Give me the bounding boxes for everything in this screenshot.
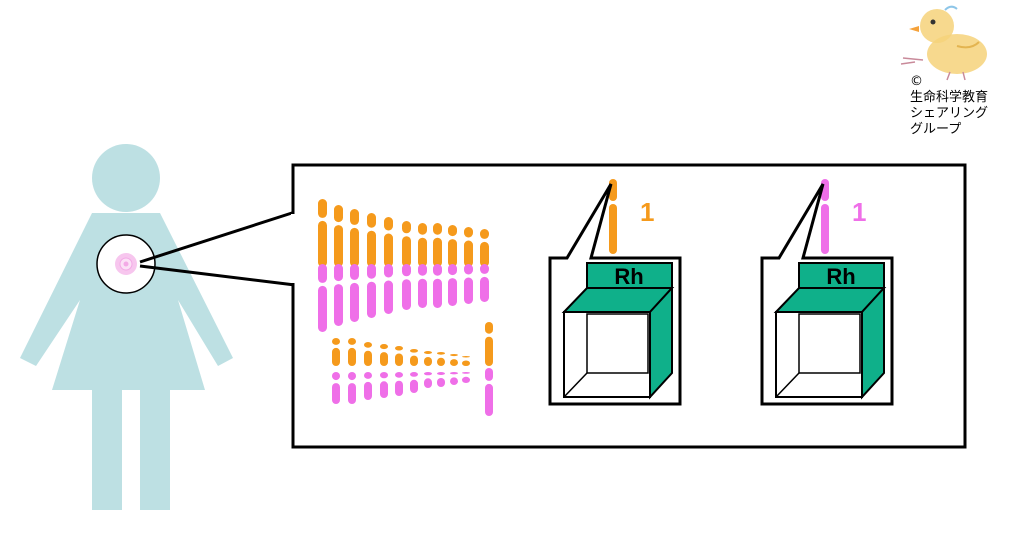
chromosome	[410, 372, 418, 393]
chromosome	[364, 342, 372, 366]
chromosome	[318, 199, 327, 267]
gene-label-rh: Rh	[614, 264, 643, 289]
credit-line-3: グループ	[910, 122, 962, 137]
chromosome	[437, 372, 445, 387]
chromosome	[332, 372, 340, 404]
chromosome	[348, 338, 356, 366]
chromosome	[485, 322, 493, 366]
chromosome	[464, 227, 473, 267]
chromosome-number-label: 1	[852, 197, 866, 227]
box-inner-back	[586, 313, 649, 374]
chromosome	[448, 264, 457, 306]
chromosome	[450, 372, 458, 385]
chromosome	[334, 205, 343, 267]
chromosome	[380, 372, 388, 398]
chromosome	[332, 338, 340, 366]
chromosome	[433, 264, 442, 308]
chromosome	[384, 217, 393, 267]
box-lid	[586, 262, 673, 289]
box-inner-edge	[775, 372, 800, 398]
chromosome	[480, 229, 489, 267]
credit-line-2: シェアリング	[910, 106, 989, 121]
chromosome	[367, 264, 376, 318]
chromosome	[418, 223, 427, 267]
gene-box-2: 1Rh	[760, 179, 894, 406]
chromosome	[367, 213, 376, 267]
credit-label: © 生命科学教育 シェアリング グループ	[910, 74, 1010, 138]
credit-line-1: 生命科学教育	[910, 90, 989, 105]
person-silhouette	[20, 144, 233, 510]
chromosome	[418, 264, 427, 308]
zoom-callout-lines	[139, 210, 296, 287]
cell-magnifier	[96, 234, 156, 294]
chromosome	[402, 221, 411, 267]
chromosome	[348, 372, 356, 404]
chromosome	[318, 264, 327, 332]
copyright-symbol: ©	[910, 74, 923, 89]
chromosome	[395, 346, 403, 366]
chromosome	[450, 354, 458, 366]
chromosome	[464, 264, 473, 304]
chromosome	[350, 209, 359, 267]
chromosome	[364, 372, 372, 400]
chromosome	[462, 356, 470, 366]
chromosome-number-label: 1	[640, 197, 654, 227]
chromosome	[384, 264, 393, 314]
chromosome	[462, 372, 470, 383]
chromosome	[448, 225, 457, 267]
chromosome	[402, 264, 411, 310]
chromosome-1-arm	[609, 204, 617, 254]
chromosome	[380, 344, 388, 366]
chick-mascot-icon	[900, 5, 987, 81]
chromosome	[424, 351, 432, 366]
chromosome	[433, 223, 442, 267]
chromosome	[334, 264, 343, 326]
chromosome	[395, 372, 403, 396]
chromosome	[410, 349, 418, 366]
box-inner-back	[798, 313, 861, 374]
box-front-face	[563, 311, 651, 398]
chromosome	[485, 368, 493, 416]
box-inner-edge	[563, 372, 588, 398]
karyotype	[318, 199, 493, 416]
gene-box-frame	[760, 183, 894, 406]
chromosome	[424, 372, 432, 388]
chromosome	[350, 264, 359, 322]
chromosome	[480, 264, 489, 302]
gene-label-rh: Rh	[826, 264, 855, 289]
chromosome-1-arm	[821, 204, 829, 254]
gene-box-frame	[548, 183, 682, 406]
gene-box-1: 1Rh	[548, 179, 682, 406]
chromosome	[437, 352, 445, 366]
